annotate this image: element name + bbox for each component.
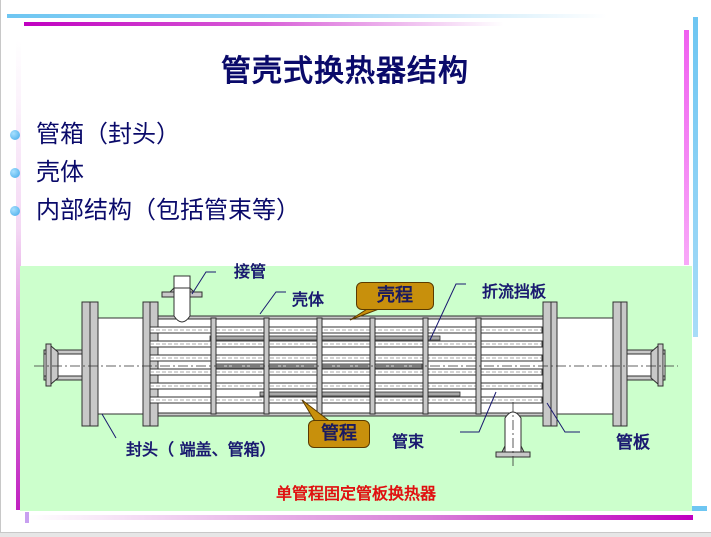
- bullet-dot-icon: [10, 168, 20, 178]
- bottom-nozzle-drawing: [495, 402, 531, 466]
- bullet-item: 管箱（封头）: [8, 116, 300, 154]
- decor-bar-left-pink: [16, 40, 21, 510]
- decor-bar-top-magenta: [24, 22, 504, 26]
- leader-tube-bundle: [460, 391, 497, 433]
- bullet-text: 管箱（封头）: [36, 120, 180, 148]
- bullet-item: 壳体: [8, 154, 300, 192]
- label-nozzle: 接管: [234, 262, 267, 281]
- diagram-caption: 单管程固定管板换热器: [275, 484, 436, 503]
- callout-tube-side: 管程: [308, 420, 370, 448]
- leader-shell: [259, 291, 286, 315]
- decor-bar-top-blue: [7, 14, 607, 18]
- diagram-panel: .g{fill:#c8c8c8;stroke:#303030;stroke-wi…: [20, 262, 692, 511]
- leader-baffle: [429, 283, 466, 341]
- label-tube-bundle: 管束: [392, 432, 425, 451]
- decor-bar-right-pink: [684, 30, 689, 265]
- bullet-item: 内部结构（包括管束等）: [8, 192, 300, 230]
- label-tube-sheet: 管板: [616, 433, 650, 453]
- bullet-list: 管箱（封头） 壳体 内部结构（包括管束等）: [8, 116, 300, 230]
- leader-nozzle: [191, 271, 216, 295]
- left-head-drawing: [43, 301, 159, 427]
- decor-bar-right-blue: [693, 17, 698, 337]
- heat-exchanger-drawing: .g{fill:#c8c8c8;stroke:#303030;stroke-wi…: [34, 271, 678, 466]
- top-nozzle-drawing: [161, 275, 203, 323]
- decor-bar-bottom-magenta: [25, 515, 693, 520]
- label-shell: 壳体: [292, 290, 325, 309]
- bullet-text: 壳体: [36, 158, 84, 186]
- bullet-text: 内部结构（包括管束等）: [36, 196, 300, 224]
- right-head-drawing: [542, 301, 666, 427]
- window-left-edge: [0, 0, 1, 532]
- label-head: 封头（ 端盖、管箱）: [126, 440, 276, 459]
- decor-bar-bottom-blue-nub: [692, 506, 707, 511]
- bullet-dot-icon: [10, 130, 20, 140]
- decor-bar-bottom-tick: [25, 512, 29, 523]
- bullet-dot-icon: [10, 206, 20, 216]
- window-bottom-edge: [0, 532, 711, 537]
- label-baffle: 折流挡板: [482, 282, 547, 301]
- leader-tube-sheet: [546, 402, 580, 433]
- leader-head: [101, 413, 117, 439]
- callout-shell-side: 壳程: [356, 282, 434, 310]
- slide-title: 管壳式换热器结构: [221, 54, 469, 89]
